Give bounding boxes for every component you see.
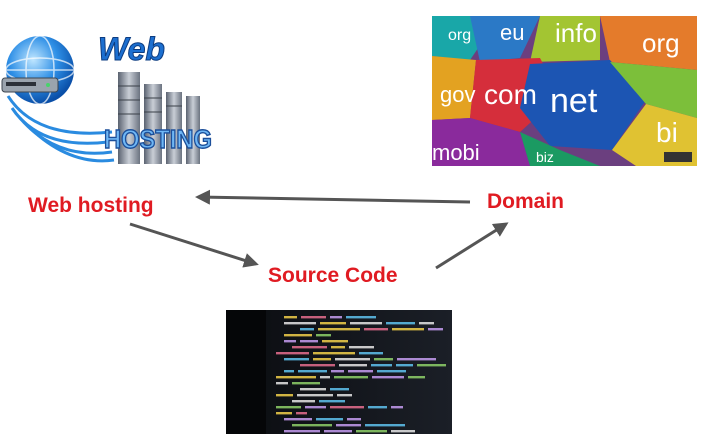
code-line-segment bbox=[284, 340, 296, 343]
code-line-segment bbox=[276, 352, 309, 355]
server-rack-icon bbox=[1, 77, 59, 93]
code-line-segment bbox=[350, 322, 382, 325]
code-line-segment bbox=[296, 412, 307, 415]
code-line-segment bbox=[324, 430, 352, 433]
code-line-segment bbox=[391, 406, 403, 409]
code-line-segment bbox=[297, 394, 333, 397]
arrow-hosting-to-code bbox=[129, 222, 259, 268]
code-line-segment bbox=[292, 346, 327, 349]
tile-word-bi: bi bbox=[656, 117, 678, 148]
code-line-segment bbox=[428, 328, 443, 331]
code-line-segment bbox=[392, 328, 424, 331]
label-source-code: Source Code bbox=[268, 264, 398, 287]
code-line-segment bbox=[276, 394, 293, 397]
code-line-segment bbox=[396, 364, 413, 367]
domain-extensions-image: org eu info org gov com net bi mobi biz bbox=[432, 16, 697, 166]
code-line-segment bbox=[319, 400, 345, 403]
label-web-hosting: Web hosting bbox=[28, 194, 154, 217]
code-line-segment bbox=[356, 430, 387, 433]
tile-word-biz: biz bbox=[536, 149, 554, 165]
code-line-segment bbox=[284, 334, 312, 337]
code-line-segment bbox=[276, 376, 316, 379]
code-line-segment bbox=[347, 418, 361, 421]
code-line-segment bbox=[359, 352, 383, 355]
code-line-segment bbox=[320, 322, 346, 325]
web-hosting-logo: Web HOSTING bbox=[1, 31, 213, 164]
code-line-segment bbox=[334, 376, 368, 379]
swoosh-lines bbox=[6, 95, 115, 163]
code-line-segment bbox=[313, 358, 331, 361]
tile-word-info: info bbox=[555, 18, 597, 48]
code-line-segment bbox=[339, 364, 367, 367]
code-line-segment bbox=[374, 358, 393, 361]
code-line-segment bbox=[276, 406, 301, 409]
code-line-segment bbox=[301, 316, 326, 319]
code-line-segment bbox=[364, 328, 388, 331]
code-line-segment bbox=[335, 358, 370, 361]
code-line-segment bbox=[408, 376, 425, 379]
code-line-segment bbox=[372, 376, 404, 379]
code-line-segment bbox=[292, 382, 320, 385]
code-line-segment bbox=[349, 346, 374, 349]
tile-word-eu: eu bbox=[500, 20, 524, 45]
code-line-segment bbox=[300, 328, 314, 331]
code-line-segment bbox=[417, 364, 446, 367]
watermark-badge bbox=[664, 152, 692, 162]
code-line-segment bbox=[276, 382, 288, 385]
code-lines bbox=[276, 316, 446, 433]
code-line-segment bbox=[348, 370, 373, 373]
code-line-segment bbox=[284, 370, 294, 373]
tile-word-org1: org bbox=[448, 27, 471, 44]
code-line-segment bbox=[284, 430, 320, 433]
code-line-segment bbox=[371, 364, 392, 367]
code-line-segment bbox=[318, 328, 360, 331]
code-line-segment bbox=[330, 316, 342, 319]
tile-word-net: net bbox=[550, 82, 598, 120]
code-line-segment bbox=[391, 430, 415, 433]
code-line-segment bbox=[320, 376, 330, 379]
arrow-domain-to-hosting bbox=[195, 189, 471, 205]
logo-word-web: Web bbox=[98, 31, 165, 67]
code-line-segment bbox=[331, 346, 345, 349]
code-line-segment bbox=[419, 322, 434, 325]
code-line-segment bbox=[330, 388, 349, 391]
code-line-segment bbox=[300, 340, 318, 343]
arrow-code-to-domain bbox=[435, 222, 509, 270]
source-code-image bbox=[226, 310, 452, 434]
code-line-segment bbox=[397, 358, 436, 361]
code-line-segment bbox=[300, 388, 326, 391]
code-line-segment bbox=[330, 406, 364, 409]
logo-word-hosting: HOSTING bbox=[104, 124, 212, 154]
code-line-segment bbox=[300, 364, 335, 367]
tile-word-com: com bbox=[484, 79, 537, 110]
code-line-segment bbox=[316, 418, 343, 421]
code-line-segment bbox=[346, 316, 376, 319]
code-line-segment bbox=[284, 418, 312, 421]
code-line-segment bbox=[337, 394, 352, 397]
code-line-segment bbox=[386, 322, 415, 325]
code-line-segment bbox=[322, 340, 348, 343]
code-line-segment bbox=[305, 406, 326, 409]
code-line-segment bbox=[292, 400, 315, 403]
code-line-segment bbox=[284, 316, 297, 319]
code-line-segment bbox=[365, 424, 405, 427]
code-line-segment bbox=[316, 334, 331, 337]
tile-word-mobi: mobi bbox=[432, 140, 480, 165]
tile-word-org2: org bbox=[642, 28, 680, 58]
code-line-segment bbox=[313, 352, 355, 355]
code-line-segment bbox=[276, 412, 292, 415]
code-line-segment bbox=[368, 406, 387, 409]
code-line-segment bbox=[284, 322, 316, 325]
tile-word-gov: gov bbox=[440, 82, 475, 107]
label-domain: Domain bbox=[487, 190, 565, 213]
code-line-segment bbox=[377, 370, 406, 373]
code-line-segment bbox=[284, 358, 309, 361]
code-line-segment bbox=[331, 370, 344, 373]
code-line-segment bbox=[292, 424, 332, 427]
code-line-segment bbox=[336, 424, 361, 427]
code-line-segment bbox=[298, 370, 327, 373]
buildings-icon bbox=[118, 72, 200, 164]
